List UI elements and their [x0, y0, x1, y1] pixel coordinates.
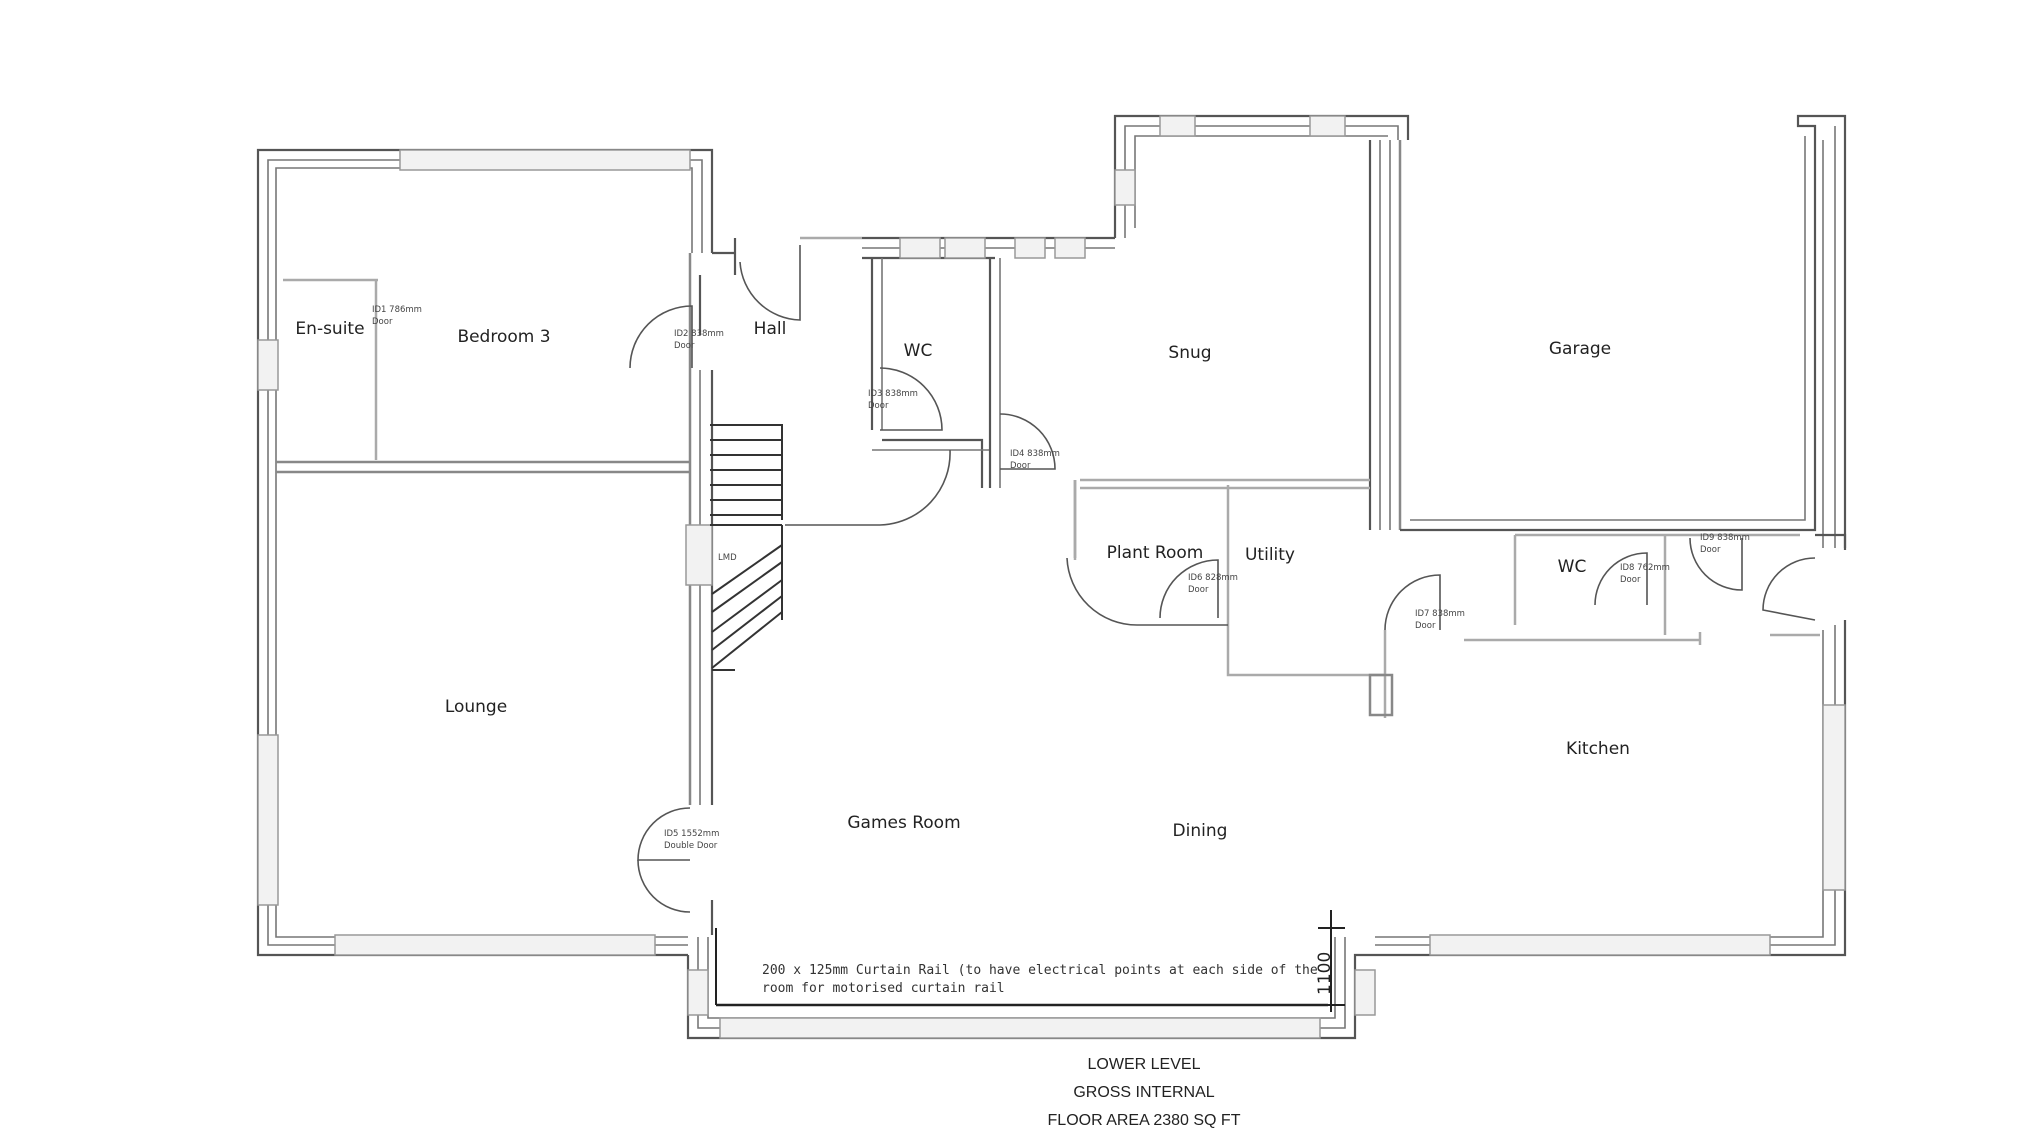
door-label-id3-type: Door — [868, 401, 889, 411]
room-label-games-room: Games Room — [847, 813, 960, 833]
room-label-ensuite: En-suite — [295, 319, 364, 339]
west-wing-windows — [257, 149, 713, 956]
door-id5-swing — [637, 807, 691, 861]
door-id9-swing — [1689, 537, 1743, 591]
door-label-id6: ID6 828mm — [1188, 573, 1238, 583]
caption-level: LOWER LEVEL — [1088, 1056, 1201, 1073]
service-partitions — [1073, 480, 1847, 718]
room-label-wc: WC — [904, 341, 933, 361]
door-label-id7-type: Door — [1415, 621, 1436, 631]
stair-label: LMD — [718, 553, 737, 563]
door-labels: ID1 786mm Door ID2 838mm Door ID3 838mm … — [372, 305, 1750, 851]
door-label-id8-type: Door — [1620, 575, 1641, 585]
door-label-id9-type: Door — [1700, 545, 1721, 555]
door-id3-swing — [879, 367, 943, 431]
door-id2-swing — [629, 305, 693, 369]
room-label-garage: Garage — [1549, 339, 1611, 359]
door-label-id5-type: Double Door — [664, 841, 718, 851]
floor-caption: LOWER LEVEL GROSS INTERNAL FLOOR AREA 23… — [1048, 1056, 1241, 1129]
staircase: LMD — [710, 424, 951, 671]
garage-walls — [1400, 114, 1847, 548]
caption-gross-internal: GROSS INTERNAL — [1073, 1084, 1214, 1101]
snug-walls — [1073, 114, 1410, 558]
door-label-id4-type: Door — [1010, 461, 1031, 471]
door-id7-swing — [1384, 574, 1441, 631]
room-labels: En-suite Bedroom 3 Hall WC Snug Garage P… — [295, 319, 1630, 841]
kitchen-walls — [1375, 620, 1847, 957]
room-label-lounge: Lounge — [445, 697, 507, 717]
door-id6-swing — [1159, 559, 1219, 619]
curtain-rail-note-line1: 200 x 125mm Curtain Rail (to have electr… — [762, 963, 1318, 978]
room-label-bedroom3: Bedroom 3 — [457, 327, 550, 347]
door-label-id8: ID8 762mm — [1620, 563, 1670, 573]
door-label-id5: ID5 1552mm — [664, 829, 719, 839]
door-label-id1: ID1 786mm — [372, 305, 422, 315]
door-label-id7: ID7 838mm — [1415, 609, 1465, 619]
room-label-dining: Dining — [1173, 821, 1228, 841]
door-label-id1-type: Door — [372, 317, 393, 327]
south-bay-walls — [686, 910, 1376, 1040]
door-label-id3: ID3 838mm — [868, 389, 918, 399]
door-label-id4: ID4 838mm — [1010, 449, 1060, 459]
hall-walls — [800, 236, 1115, 488]
door-id8-swing — [1594, 552, 1648, 606]
door-hall-entry-swing — [739, 245, 801, 321]
room-label-plant-room: Plant Room — [1107, 543, 1204, 563]
room-label-snug: Snug — [1168, 343, 1211, 363]
door-label-id9: ID9 838mm — [1700, 533, 1750, 543]
door-label-id2-type: Door — [674, 341, 695, 351]
caption-floor-area: FLOOR AREA 2380 SQ FT — [1048, 1112, 1241, 1129]
door-label-id6-type: Door — [1188, 585, 1209, 595]
curtain-rail-note-line2: room for motorised curtain rail — [762, 981, 1005, 996]
door-label-id2: ID2 838mm — [674, 329, 724, 339]
door-id4-swing — [999, 413, 1056, 470]
room-label-wc-2: WC — [1558, 557, 1587, 577]
plant-room-curve — [1066, 557, 1228, 626]
room-label-utility: Utility — [1245, 545, 1295, 565]
room-label-kitchen: Kitchen — [1566, 739, 1630, 759]
door-swings — [629, 245, 1816, 913]
door-kitchen-swing — [1762, 557, 1816, 621]
room-label-hall: Hall — [754, 319, 787, 339]
dimension-label: 1100 — [1315, 952, 1335, 995]
